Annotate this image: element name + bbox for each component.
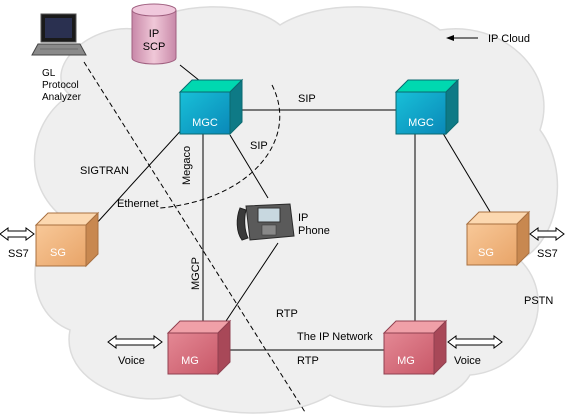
ss7-left-double-arrow-icon <box>0 227 35 241</box>
sip-phone-label: SIP <box>250 140 268 152</box>
voice-left-double-arrow-icon <box>107 335 163 349</box>
analyzer-label-line-1: GL <box>42 68 56 79</box>
ip-cloud <box>33 6 559 414</box>
mgc-sg-right-link <box>437 124 493 216</box>
analyzer-label-line-2: Protocol <box>42 80 79 91</box>
voice-right-label: Voice <box>454 355 481 367</box>
voice-right-double-arrow-icon <box>447 335 503 349</box>
mg-left-node <box>166 319 232 376</box>
mgc-left-label: MGC <box>192 117 218 129</box>
scp-label-line-2: SCP <box>143 41 166 53</box>
laptop-icon <box>31 13 87 56</box>
ip-network-label: The IP Network <box>297 331 373 343</box>
mgc-sg-link <box>94 114 196 226</box>
ip-phone-label-line-1: IP <box>298 212 308 224</box>
ss7-left-label: SS7 <box>8 248 29 260</box>
mgcp-label: MGCP <box>190 257 202 290</box>
scp-database-icon <box>131 3 177 65</box>
mgc-left-node <box>178 78 244 136</box>
megaco-label: Megaco <box>181 146 193 185</box>
ip-cloud-label: IP Cloud <box>488 33 530 45</box>
monitor-arc <box>159 84 281 209</box>
rtp-phone-label: RTP <box>276 308 298 320</box>
mgc-right-node <box>394 78 460 136</box>
links <box>83 61 493 413</box>
ss7-right-label: SS7 <box>537 248 558 260</box>
ethernet-label: Ethernet <box>117 198 159 210</box>
ip-phone-icon <box>236 203 295 241</box>
sg-right-label: SG <box>478 247 494 259</box>
ip-phone-label-line-2: Phone <box>298 225 330 237</box>
mg-left-label: MG <box>181 355 199 367</box>
sg-left-label: SG <box>50 247 66 259</box>
mgc-phone-link <box>229 134 269 199</box>
analyzer-tap-line <box>83 61 306 413</box>
pstn-label: PSTN <box>524 295 553 307</box>
ip-cloud-pointer <box>446 35 478 41</box>
mgc-right-label: MGC <box>408 117 434 129</box>
mg-right-node <box>382 319 448 376</box>
phone-mg-link <box>219 242 279 331</box>
scp-label-line-1: IP <box>149 28 159 40</box>
voice-left-label: Voice <box>118 355 145 367</box>
rtp-bottom-label: RTP <box>297 355 319 367</box>
sg-left-node <box>34 211 100 268</box>
sigtran-label: SIGTRAN <box>80 165 129 177</box>
analyzer-label-line-3: Analyzer <box>42 92 82 103</box>
ss7-right-double-arrow-icon <box>529 227 565 241</box>
sg-right-node <box>465 210 531 267</box>
mg-right-label: MG <box>397 355 415 367</box>
sip-top-label: SIP <box>298 93 316 105</box>
